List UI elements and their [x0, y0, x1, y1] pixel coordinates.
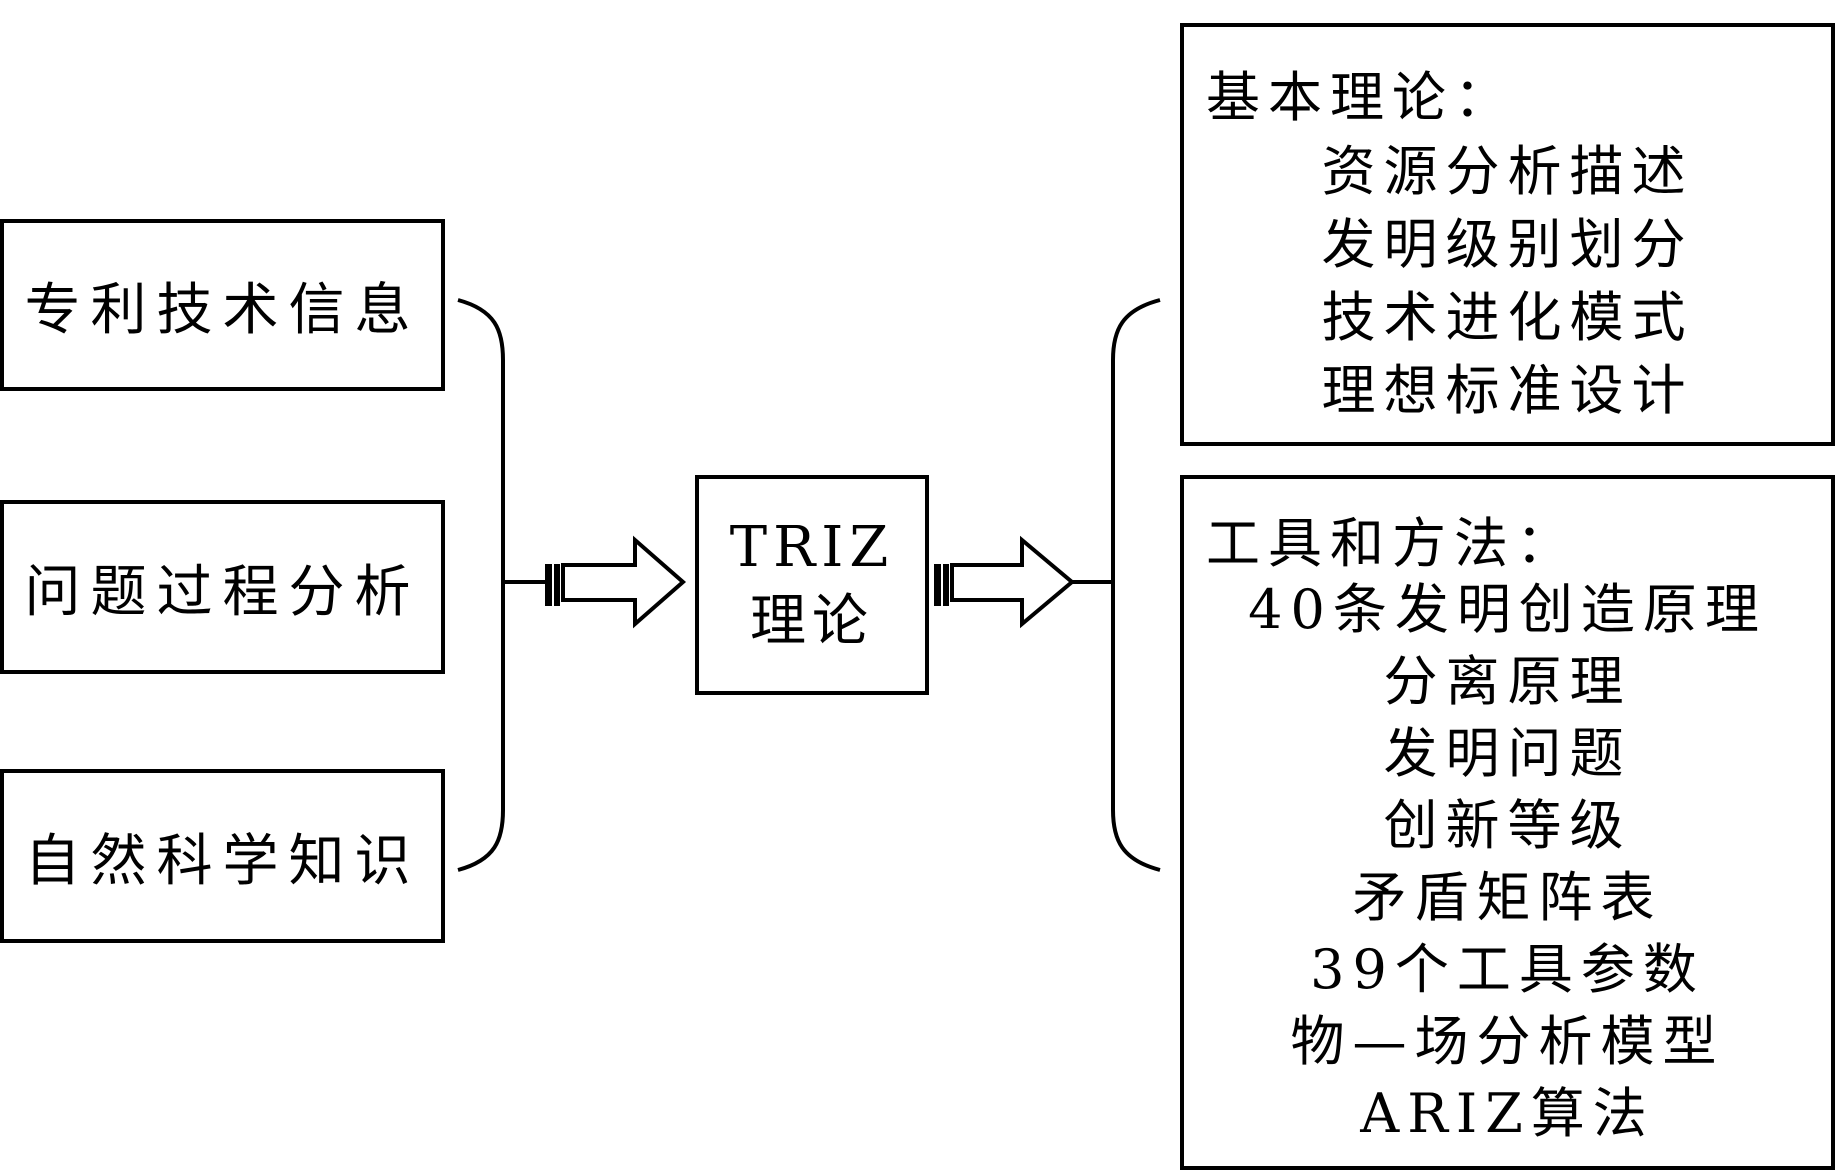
tools-methods-title: 工具和方法： [1206, 512, 1578, 575]
list-item: 理想标准设计 [1321, 359, 1694, 422]
tools-methods-list: 40条发明创造原理 分离原理 发明问题 创新等级 矛盾矩阵表 39个工具参数 物… [1184, 574, 1831, 1150]
list-item: 资源分析描述 [1321, 140, 1694, 203]
source-box-science: 自然科学知识 [0, 769, 445, 943]
list-item: 矛盾矩阵表 [1352, 866, 1663, 929]
triz-label: TRIZ [729, 515, 895, 580]
source-label: 专利技术信息 [24, 277, 421, 343]
left-bracket [457, 298, 505, 872]
theory-label: 理论 [750, 589, 874, 654]
source-box-patent: 专利技术信息 [0, 219, 445, 391]
list-item: 分离原理 [1383, 650, 1632, 713]
triz-theory-box: TRIZ 理论 [695, 475, 929, 695]
source-label: 自然科学知识 [24, 828, 421, 894]
tools-methods-panel: 工具和方法： 40条发明创造原理 分离原理 发明问题 创新等级 矛盾矩阵表 39… [1180, 475, 1835, 1170]
list-item: 创新等级 [1383, 794, 1632, 857]
right-bracket [1111, 298, 1161, 872]
list-item: ARIZ算法 [1360, 1082, 1655, 1145]
list-item: 39个工具参数 [1310, 938, 1705, 1001]
list-item: 40条发明创造原理 [1248, 578, 1767, 641]
source-box-process: 问题过程分析 [0, 500, 445, 674]
list-item: 技术进化模式 [1321, 286, 1694, 349]
list-item: 物—场分析模型 [1290, 1010, 1725, 1073]
list-item: 发明问题 [1383, 722, 1632, 785]
basic-theory-title: 基本理论： [1206, 66, 1516, 129]
list-item: 发明级别划分 [1321, 213, 1694, 276]
arrow-triz-to-outputs [934, 535, 1076, 629]
source-label: 问题过程分析 [24, 559, 421, 625]
arrow-sources-to-triz [545, 535, 687, 629]
basic-theory-list: 资源分析描述 发明级别划分 技术进化模式 理想标准设计 [1184, 135, 1831, 427]
basic-theory-panel: 基本理论： 资源分析描述 发明级别划分 技术进化模式 理想标准设计 [1180, 23, 1835, 446]
